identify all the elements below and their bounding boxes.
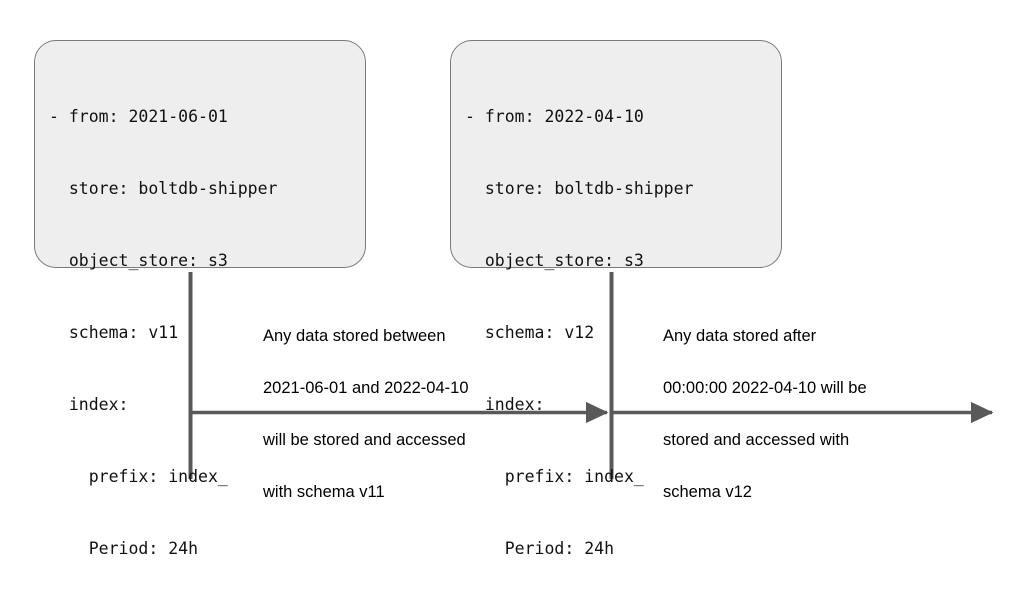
config-line: index: bbox=[49, 395, 129, 414]
timeline-diagram: - from: 2021-06-01 store: boltdb-shipper… bbox=[34, 40, 994, 558]
annotation-schema-v11-period: Any data stored between 2021-06-01 and 2… bbox=[263, 297, 553, 531]
config-line: store: boltdb-shipper bbox=[465, 179, 694, 198]
timeline-axis bbox=[188, 272, 994, 479]
config-line: object_store: s3 bbox=[49, 251, 228, 270]
annotation-line: stored and accessed with bbox=[663, 431, 850, 449]
config-box-schema-v12: - from: 2022-04-10 store: boltdb-shipper… bbox=[450, 40, 782, 558]
annotation-line: with schema v11 bbox=[263, 483, 385, 501]
annotation-line: will be stored and accessed bbox=[263, 431, 466, 449]
config-line: Period: 24h bbox=[49, 539, 199, 558]
annotation-schema-v12-period: Any data stored after 00:00:00 2022-04-1… bbox=[663, 297, 933, 531]
config-line: prefix: index_ bbox=[49, 467, 228, 486]
config-box-schema-v11: - from: 2021-06-01 store: boltdb-shipper… bbox=[34, 40, 366, 558]
config-line: Period: 24h bbox=[465, 539, 615, 558]
annotation-line: schema v12 bbox=[663, 483, 752, 501]
config-line: schema: v12 bbox=[465, 323, 595, 342]
config-line: store: boltdb-shipper bbox=[49, 179, 278, 198]
annotation-line: 00:00:00 2022-04-10 will be bbox=[663, 379, 867, 397]
config-line: index: bbox=[465, 395, 545, 414]
config-line: prefix: index_ bbox=[465, 467, 644, 486]
annotation-line: Any data stored after bbox=[663, 327, 817, 345]
config-line: - from: 2022-04-10 bbox=[465, 107, 644, 126]
config-line: object_store: s3 bbox=[465, 251, 644, 270]
config-line: schema: v11 bbox=[49, 323, 179, 342]
config-line: - from: 2021-06-01 bbox=[49, 107, 228, 126]
annotation-line: Any data stored between bbox=[263, 327, 446, 345]
annotation-line: 2021-06-01 and 2022-04-10 bbox=[263, 379, 469, 397]
